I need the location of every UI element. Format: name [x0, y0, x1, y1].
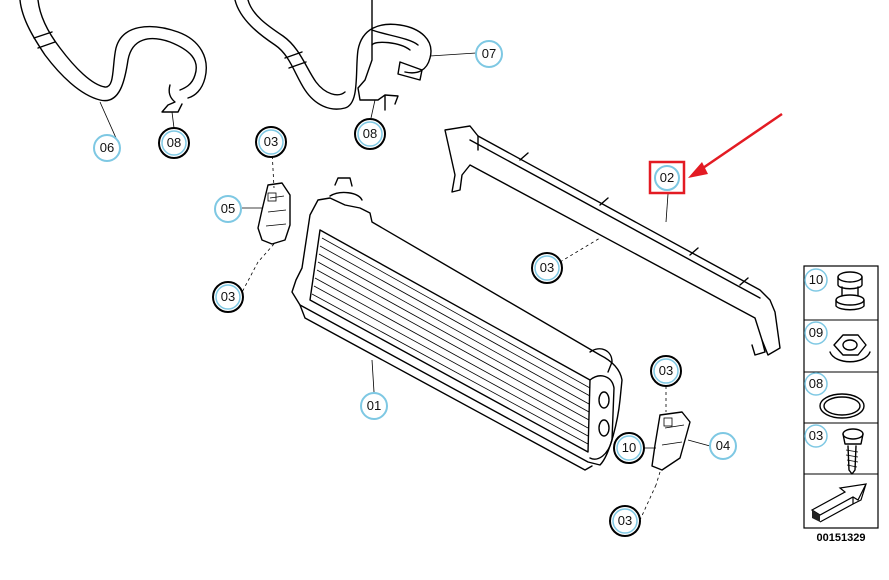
callout-03-top-label: 03 [264, 134, 278, 149]
callout-03-middle-label: 03 [540, 260, 554, 275]
callout-04-label: 04 [716, 438, 730, 453]
callout-03-left[interactable]: 03 [212, 281, 244, 313]
direction-arrow-icon [810, 483, 868, 523]
highlight-arrow [688, 112, 783, 178]
callout-07-label: 07 [482, 46, 496, 61]
parts-legend: 10 09 08 [803, 265, 879, 529]
callout-08-left[interactable]: 08 [158, 127, 190, 159]
callout-03-bottom[interactable]: 03 [609, 505, 641, 537]
callout-03-bottom-label: 03 [618, 513, 632, 528]
hex-nut-icon [829, 334, 871, 363]
callout-08-left-label: 08 [167, 135, 181, 150]
coolant-hose-left [19, 0, 207, 113]
radiator-carrier-bracket [444, 125, 781, 356]
callout-03-top[interactable]: 03 [255, 126, 287, 158]
callout-08-right-label: 08 [363, 126, 377, 141]
legend-item-09[interactable]: 09 [804, 321, 871, 363]
callout-01-label: 01 [367, 398, 381, 413]
legend-item-08-label: 08 [809, 376, 823, 391]
callout-06[interactable]: 06 [93, 134, 121, 162]
callout-03-right[interactable]: 03 [650, 355, 682, 387]
callout-03-middle[interactable]: 03 [531, 252, 563, 284]
callout-10-label: 10 [622, 440, 636, 455]
rubber-mount-icon [835, 271, 865, 311]
callout-02[interactable]: 02 [648, 160, 686, 195]
callout-08-right[interactable]: 08 [354, 118, 386, 150]
callout-03-left-label: 03 [221, 289, 235, 304]
callout-01[interactable]: 01 [360, 392, 388, 420]
callout-06-label: 06 [100, 140, 114, 155]
legend-item-03-label: 03 [809, 428, 823, 443]
legend-item-08[interactable]: 08 [804, 372, 865, 419]
o-ring-icon [819, 393, 865, 419]
callout-10[interactable]: 10 [613, 432, 645, 464]
callout-04[interactable]: 04 [709, 432, 737, 460]
mount-bracket-right [651, 411, 691, 471]
coolant-hose-right [234, 0, 432, 111]
legend-item-09-label: 09 [809, 325, 823, 340]
legend-item-03[interactable]: 03 [804, 424, 864, 475]
legend-item-10[interactable]: 10 [804, 268, 865, 311]
screw-icon [842, 428, 864, 475]
callout-02-label: 02 [660, 170, 674, 185]
diagram-part-number: 00151329 [817, 532, 866, 544]
callout-05[interactable]: 05 [214, 195, 242, 223]
mount-bracket-left [257, 182, 291, 245]
callout-07[interactable]: 07 [475, 40, 503, 68]
callout-03-right-label: 03 [659, 363, 673, 378]
callout-05-label: 05 [221, 201, 235, 216]
legend-item-10-label: 10 [809, 272, 823, 287]
radiator-cooler [291, 177, 623, 471]
